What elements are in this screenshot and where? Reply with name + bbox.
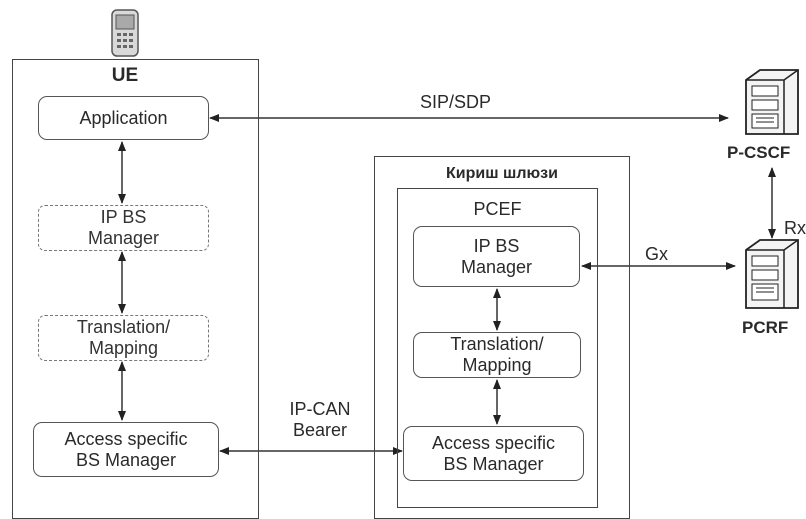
pcrf-label: PCRF [742,318,789,337]
pcef-container [397,188,598,508]
pcef-ip-bs-manager-box: IP BS Manager [413,226,580,287]
pcef-label: PCEF [473,199,522,219]
ue-access-bs-manager-box: Access specific BS Manager [33,422,219,477]
ue-label: UE [111,65,139,86]
sip-sdp-label: SIP/SDP [420,92,492,112]
p-cscf-label: P-CSCF [727,143,791,162]
rx-label: Rx [784,218,806,238]
pcef-access-bs-manager-box: Access specific BS Manager [403,426,584,481]
gx-label: Gx [645,244,669,264]
ue-translation-mapping-box: Translation/ Mapping [38,315,209,361]
ue-ip-bs-manager-box: IP BS Manager [38,205,209,251]
gateway-title: Кириш шлюзи [446,165,558,182]
phone-icon [110,8,140,58]
ue-application-box: Application [38,96,209,140]
pcrf-server-icon [738,238,806,310]
pcef-translation-mapping-box: Translation/ Mapping [413,332,581,378]
p-cscf-server-icon [738,68,806,136]
ip-can-bearer-label: IP-CAN Bearer [289,399,351,440]
